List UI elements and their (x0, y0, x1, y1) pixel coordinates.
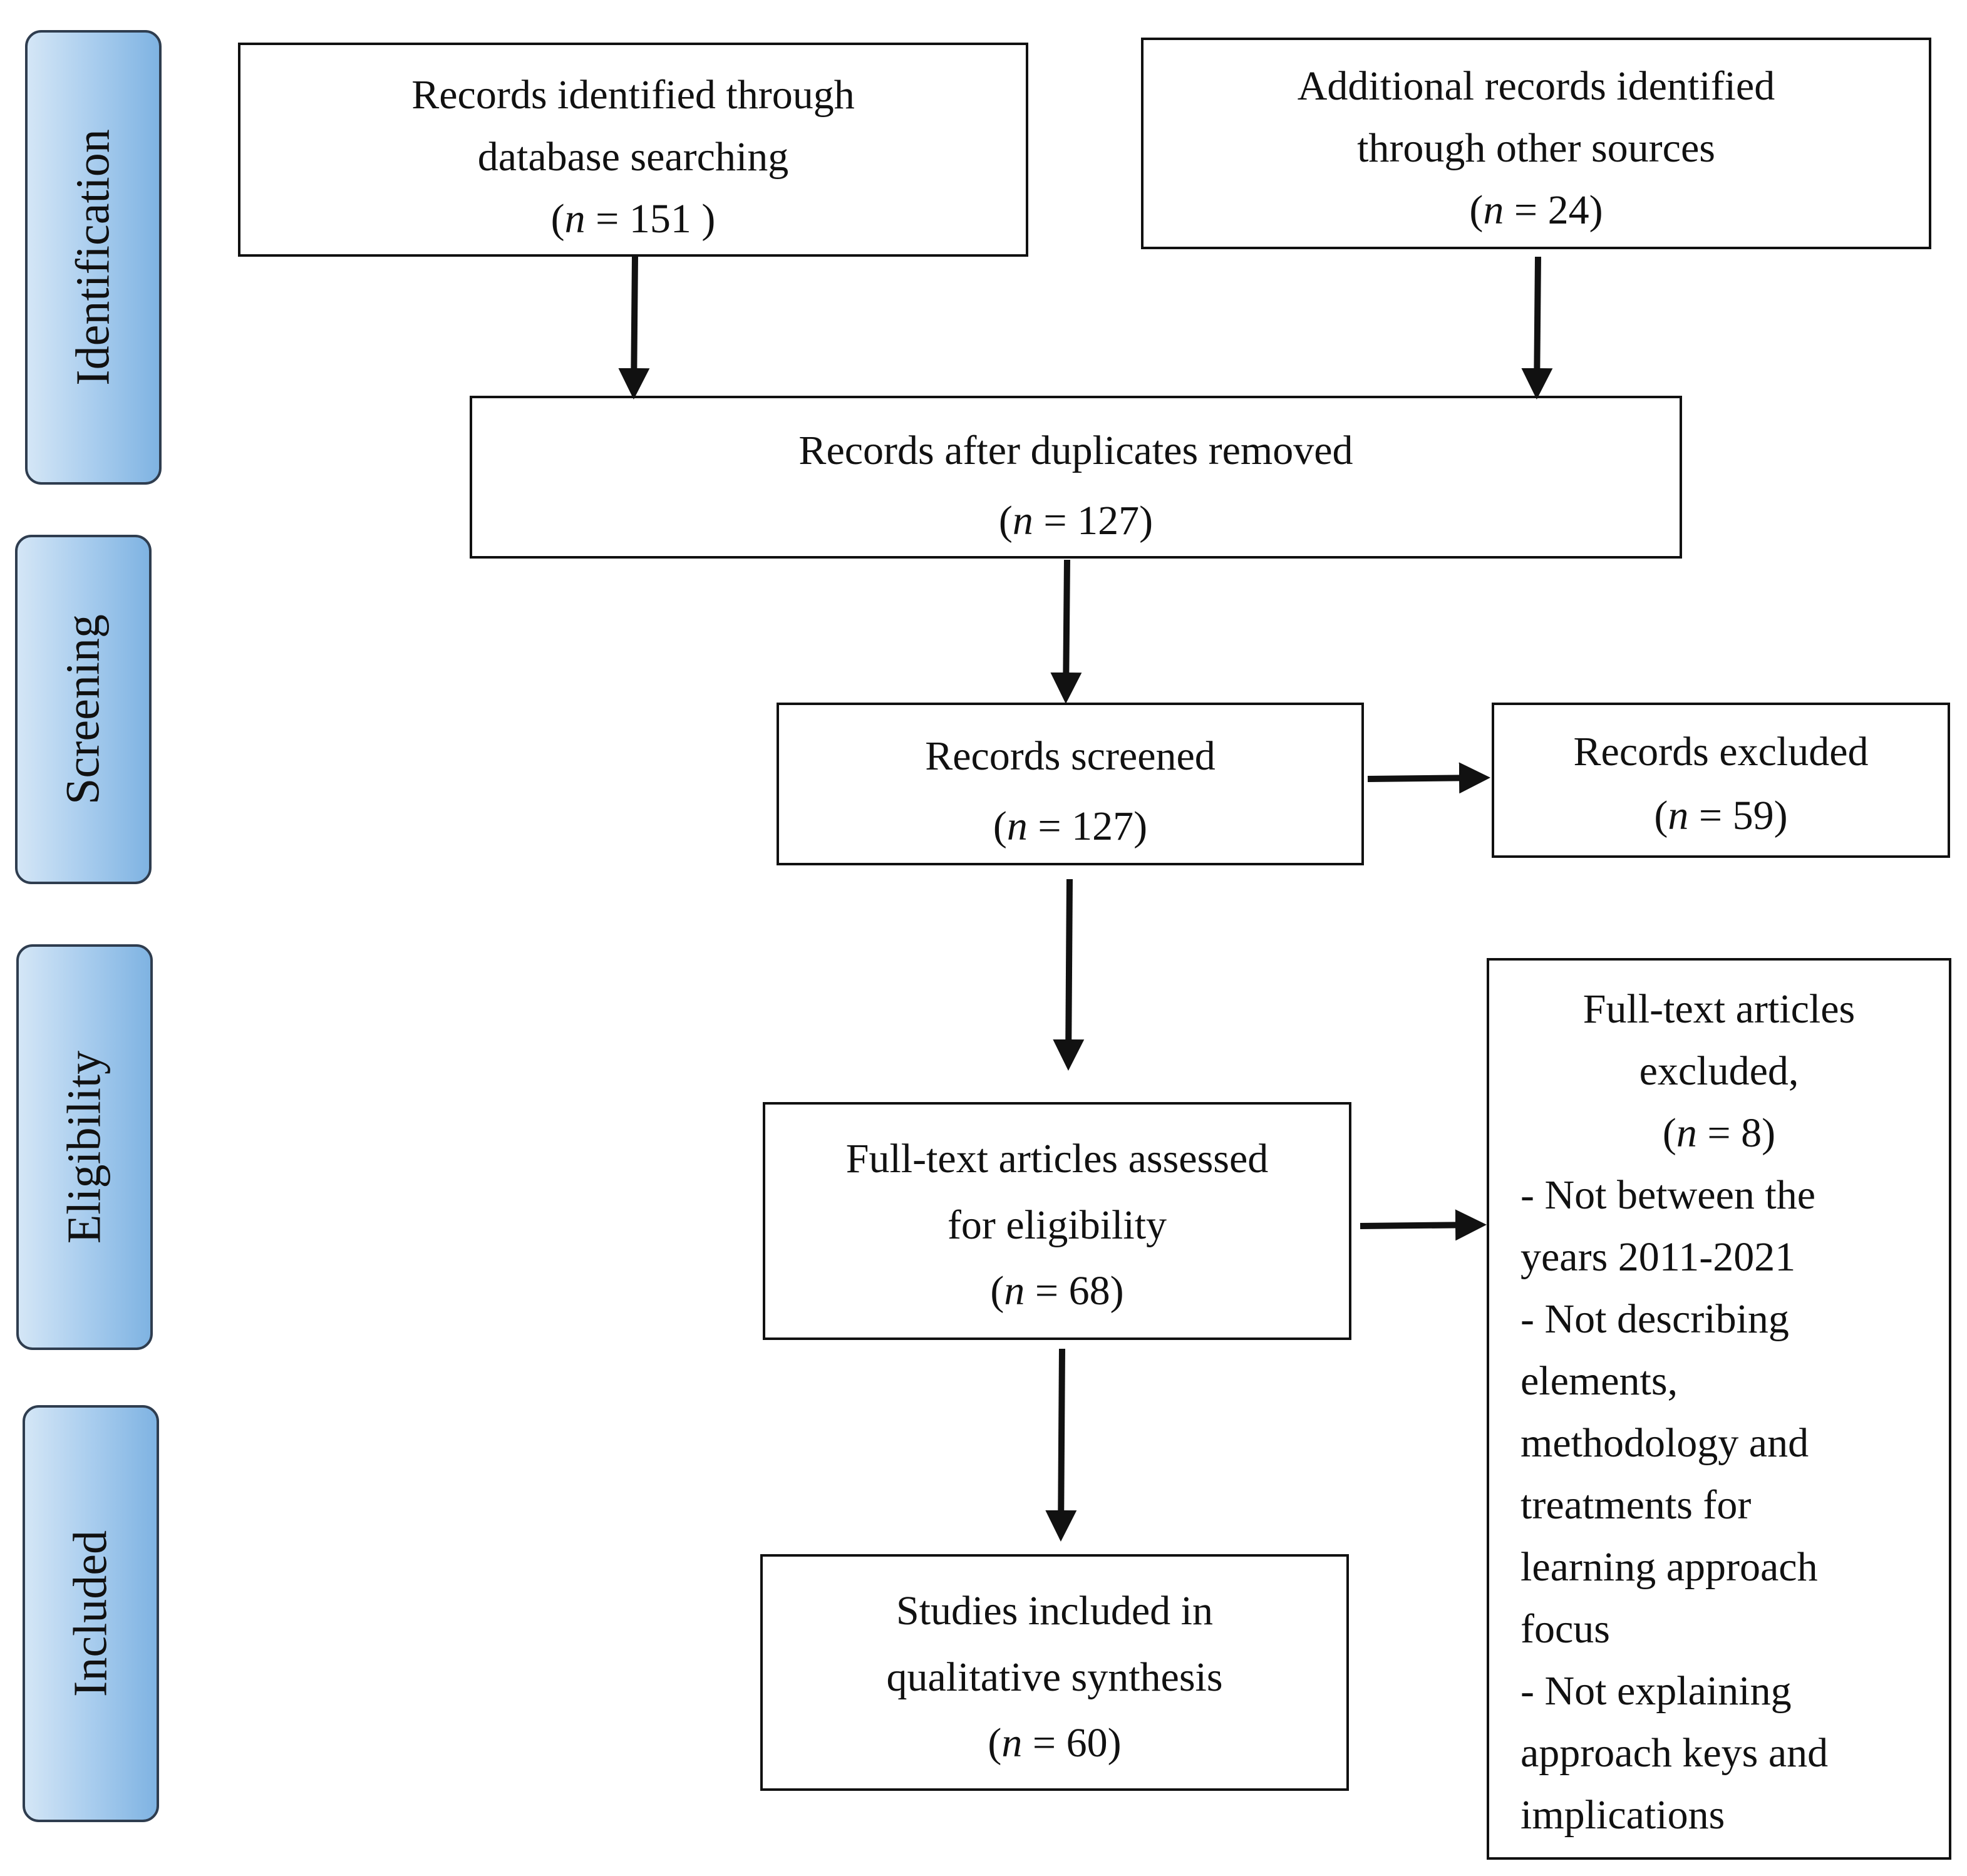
included-line1: Studies included in (896, 1588, 1213, 1634)
screened-line1: Records screened (925, 733, 1216, 779)
duplicates-line1: Records after duplicates removed (798, 428, 1353, 473)
other-sources-count: (n = 24) (1469, 187, 1603, 233)
phase-included: Included (23, 1405, 159, 1822)
reason-line: - Not explaining (1520, 1668, 1792, 1714)
arrow-assessed-to-fulltext-excluded (1360, 1209, 1487, 1241)
arrow-assessed-to-included (1045, 1348, 1077, 1542)
box-studies-included: Studies included in qualitative synthesi… (760, 1554, 1349, 1791)
reason-line: implications (1520, 1792, 1725, 1838)
box-fulltext-excluded: Full-text articles excluded, (n = 8) - N… (1487, 958, 1951, 1860)
arrow-screened-to-assessed (1053, 879, 1085, 1071)
arrow-other-to-duplicates (1521, 256, 1553, 399)
reason-line: - Not between the (1520, 1172, 1815, 1218)
reason-line: methodology and (1520, 1420, 1809, 1466)
database-line1: Records identified through (411, 72, 855, 118)
other-sources-line1: Additional records identified (1297, 63, 1775, 109)
box-records-excluded: Records excluded (n = 59) (1492, 703, 1950, 858)
reason-line: - Not describing (1520, 1296, 1789, 1342)
reason-line: focus (1520, 1606, 1610, 1652)
assessed-line1: Full-text articles assessed (845, 1136, 1269, 1182)
phase-eligibility: Eligibility (16, 944, 153, 1350)
box-fulltext-assessed: Full-text articles assessed for eligibil… (763, 1102, 1351, 1340)
database-count: (n = 151 ) (550, 196, 716, 242)
reason-line: learning approach (1520, 1544, 1818, 1590)
included-count: (n = 60) (988, 1720, 1122, 1766)
arrow-database-to-duplicates (618, 256, 650, 399)
fulltext-excluded-line2: excluded, (1639, 1048, 1799, 1094)
excluded-count: (n = 59) (1654, 793, 1788, 839)
fulltext-excluded-line1: Full-text articles (1582, 986, 1856, 1032)
phase-identification: Identification (25, 30, 162, 485)
assessed-line2: for eligibility (947, 1202, 1167, 1248)
excluded-line1: Records excluded (1573, 729, 1869, 775)
box-records-screened: Records screened (n = 127) (777, 703, 1364, 865)
reason-line: years 2011-2021 (1520, 1234, 1796, 1280)
reason-line: approach keys and (1520, 1730, 1829, 1776)
screened-count: (n = 127) (993, 803, 1148, 850)
arrow-duplicates-to-screened (1050, 559, 1082, 704)
phase-screening: Screening (15, 535, 152, 884)
arrow-screened-to-excluded (1367, 762, 1490, 794)
reason-line: elements, (1520, 1358, 1678, 1404)
duplicates-count: (n = 127) (998, 498, 1154, 544)
exclusion-reasons: - Not between the years 2011-2021 - Not … (1489, 1164, 1949, 1846)
fulltext-excluded-count: (n = 8) (1662, 1110, 1776, 1156)
database-line2: database searching (477, 134, 789, 180)
reason-line: treatments for (1520, 1482, 1752, 1528)
included-line2: qualitative synthesis (886, 1654, 1223, 1700)
other-sources-line2: through other sources (1357, 125, 1715, 171)
box-database-search: Records identified through database sear… (238, 43, 1028, 257)
assessed-count: (n = 68) (990, 1268, 1124, 1314)
box-other-sources: Additional records identified through ot… (1141, 38, 1931, 249)
box-duplicates-removed: Records after duplicates removed (n = 12… (470, 396, 1682, 559)
